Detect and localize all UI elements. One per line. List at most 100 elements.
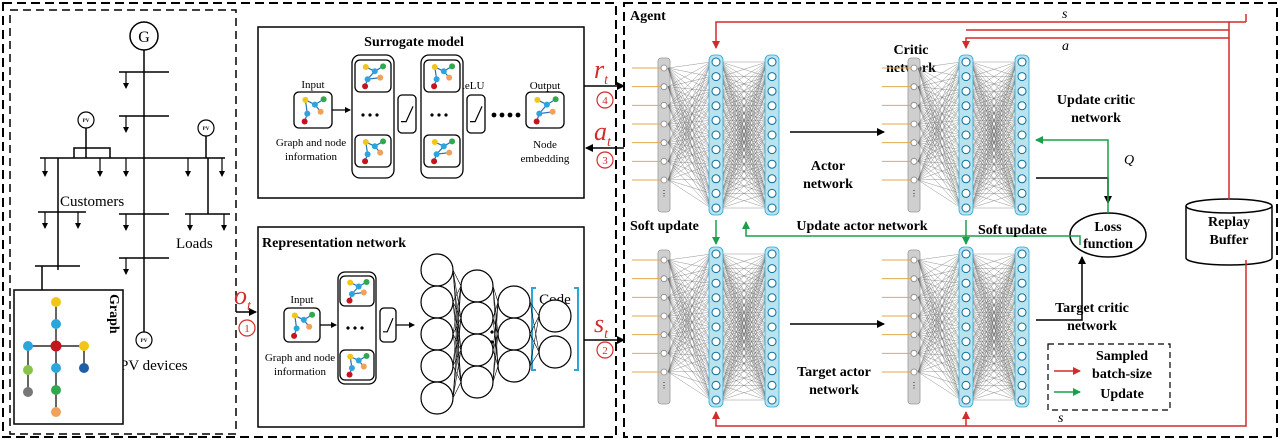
ellipsis-dot bbox=[437, 113, 441, 117]
neuron bbox=[711, 264, 721, 274]
pv-devices-label: PV devices bbox=[120, 358, 188, 374]
neuron bbox=[910, 64, 918, 72]
graph-glyph-icon bbox=[525, 91, 565, 129]
representation-layers bbox=[283, 253, 572, 415]
neuron bbox=[1017, 366, 1027, 376]
loss-function-label: Loss bbox=[1094, 220, 1122, 235]
neuron bbox=[767, 203, 777, 213]
neuron bbox=[767, 115, 777, 125]
actor-network: ⋮ bbox=[632, 54, 780, 216]
neuron bbox=[961, 380, 971, 390]
neuron bbox=[1017, 307, 1027, 317]
ellipsis-dot bbox=[491, 112, 497, 118]
soft-update-right-label: Soft update bbox=[978, 223, 1047, 238]
neuron bbox=[660, 176, 668, 184]
pv-label: PV bbox=[83, 119, 90, 124]
graph-glyph-icon bbox=[293, 91, 333, 129]
node-embedding-caption-2: embedding bbox=[521, 153, 570, 165]
rep-neuron bbox=[460, 365, 494, 399]
q-label: Q bbox=[1124, 153, 1134, 168]
neuron bbox=[711, 188, 721, 198]
neuron bbox=[910, 312, 918, 320]
neuron bbox=[711, 351, 721, 361]
neuron bbox=[660, 275, 668, 283]
neuron bbox=[961, 249, 971, 259]
pv-label: PV bbox=[141, 339, 148, 344]
node-embedding-caption: Node bbox=[533, 139, 557, 151]
neuron bbox=[1017, 145, 1027, 155]
rep-edge bbox=[452, 285, 462, 399]
update-flows bbox=[712, 136, 1109, 245]
graph-glyph-icon bbox=[283, 307, 321, 343]
rep-edge bbox=[492, 301, 499, 351]
neuron bbox=[711, 337, 721, 347]
rep-edge bbox=[452, 269, 462, 287]
rep-edge bbox=[452, 381, 462, 399]
neuron bbox=[961, 101, 971, 111]
agent-networks: ⋮⋮⋮⋮ bbox=[632, 54, 1030, 408]
target-actor-network: ⋮ bbox=[632, 246, 780, 408]
ellipsis-dot bbox=[444, 113, 448, 117]
rep-edge bbox=[452, 285, 462, 335]
target-critic-network: ⋮ bbox=[882, 246, 1030, 408]
neuron bbox=[767, 322, 777, 332]
ellipsis-dot bbox=[507, 112, 513, 118]
ellipsis-dot bbox=[375, 113, 379, 117]
generator: G bbox=[129, 21, 159, 51]
svg-text:rt: rt bbox=[594, 55, 609, 88]
pv-device-3: PV bbox=[135, 331, 153, 349]
neuron bbox=[1017, 188, 1027, 198]
neuron bbox=[910, 101, 918, 109]
legend-sampled-label: Sampled bbox=[1096, 349, 1148, 364]
neuron bbox=[767, 337, 777, 347]
neuron bbox=[910, 256, 918, 264]
rep-edge bbox=[529, 315, 540, 335]
rep-edge bbox=[452, 349, 462, 399]
rep-edge bbox=[492, 285, 499, 303]
neuron bbox=[767, 101, 777, 111]
rep-edge bbox=[529, 301, 540, 353]
pv-label: PV bbox=[203, 127, 210, 132]
neuron bbox=[1017, 159, 1027, 169]
neuron bbox=[961, 130, 971, 140]
sampled-flows bbox=[712, 14, 1247, 427]
graph-glyph-icon bbox=[339, 275, 375, 307]
power-grid bbox=[35, 50, 230, 332]
rep-edge bbox=[529, 315, 540, 367]
target-critic-label: Target critic bbox=[1055, 301, 1129, 316]
surrogate-input-caption: Graph and node bbox=[276, 137, 346, 149]
neuron bbox=[767, 351, 777, 361]
ellipsis-dot bbox=[346, 326, 350, 330]
neuron bbox=[1017, 203, 1027, 213]
rep-neuron bbox=[538, 299, 572, 333]
neuron bbox=[910, 293, 918, 301]
neuron bbox=[767, 249, 777, 259]
neuron bbox=[767, 188, 777, 198]
neuron bbox=[961, 395, 971, 405]
neuron bbox=[660, 312, 668, 320]
input-layer bbox=[657, 57, 671, 213]
relu-icon bbox=[466, 94, 486, 134]
neuron bbox=[1017, 337, 1027, 347]
actor-network-label-2: network bbox=[803, 177, 853, 192]
neuron bbox=[1017, 115, 1027, 125]
s-top-label: s bbox=[1062, 7, 1068, 22]
input-ellipsis: ⋮ bbox=[910, 381, 918, 390]
neuron bbox=[1017, 101, 1027, 111]
legend-sampled-label-2: batch-size bbox=[1092, 367, 1152, 382]
neuron bbox=[961, 264, 971, 274]
rep-neuron bbox=[460, 269, 494, 303]
neuron bbox=[961, 115, 971, 125]
neuron bbox=[961, 322, 971, 332]
neuron bbox=[767, 86, 777, 96]
neuron bbox=[910, 331, 918, 339]
neuron bbox=[961, 145, 971, 155]
rep-edge bbox=[492, 333, 499, 383]
neuron bbox=[660, 293, 668, 301]
surrogate-input-caption-2: information bbox=[285, 151, 337, 163]
loss-function-label-2: function bbox=[1083, 237, 1133, 252]
graph-label: Graph bbox=[106, 294, 121, 334]
neuron bbox=[711, 322, 721, 332]
neuron bbox=[961, 337, 971, 347]
